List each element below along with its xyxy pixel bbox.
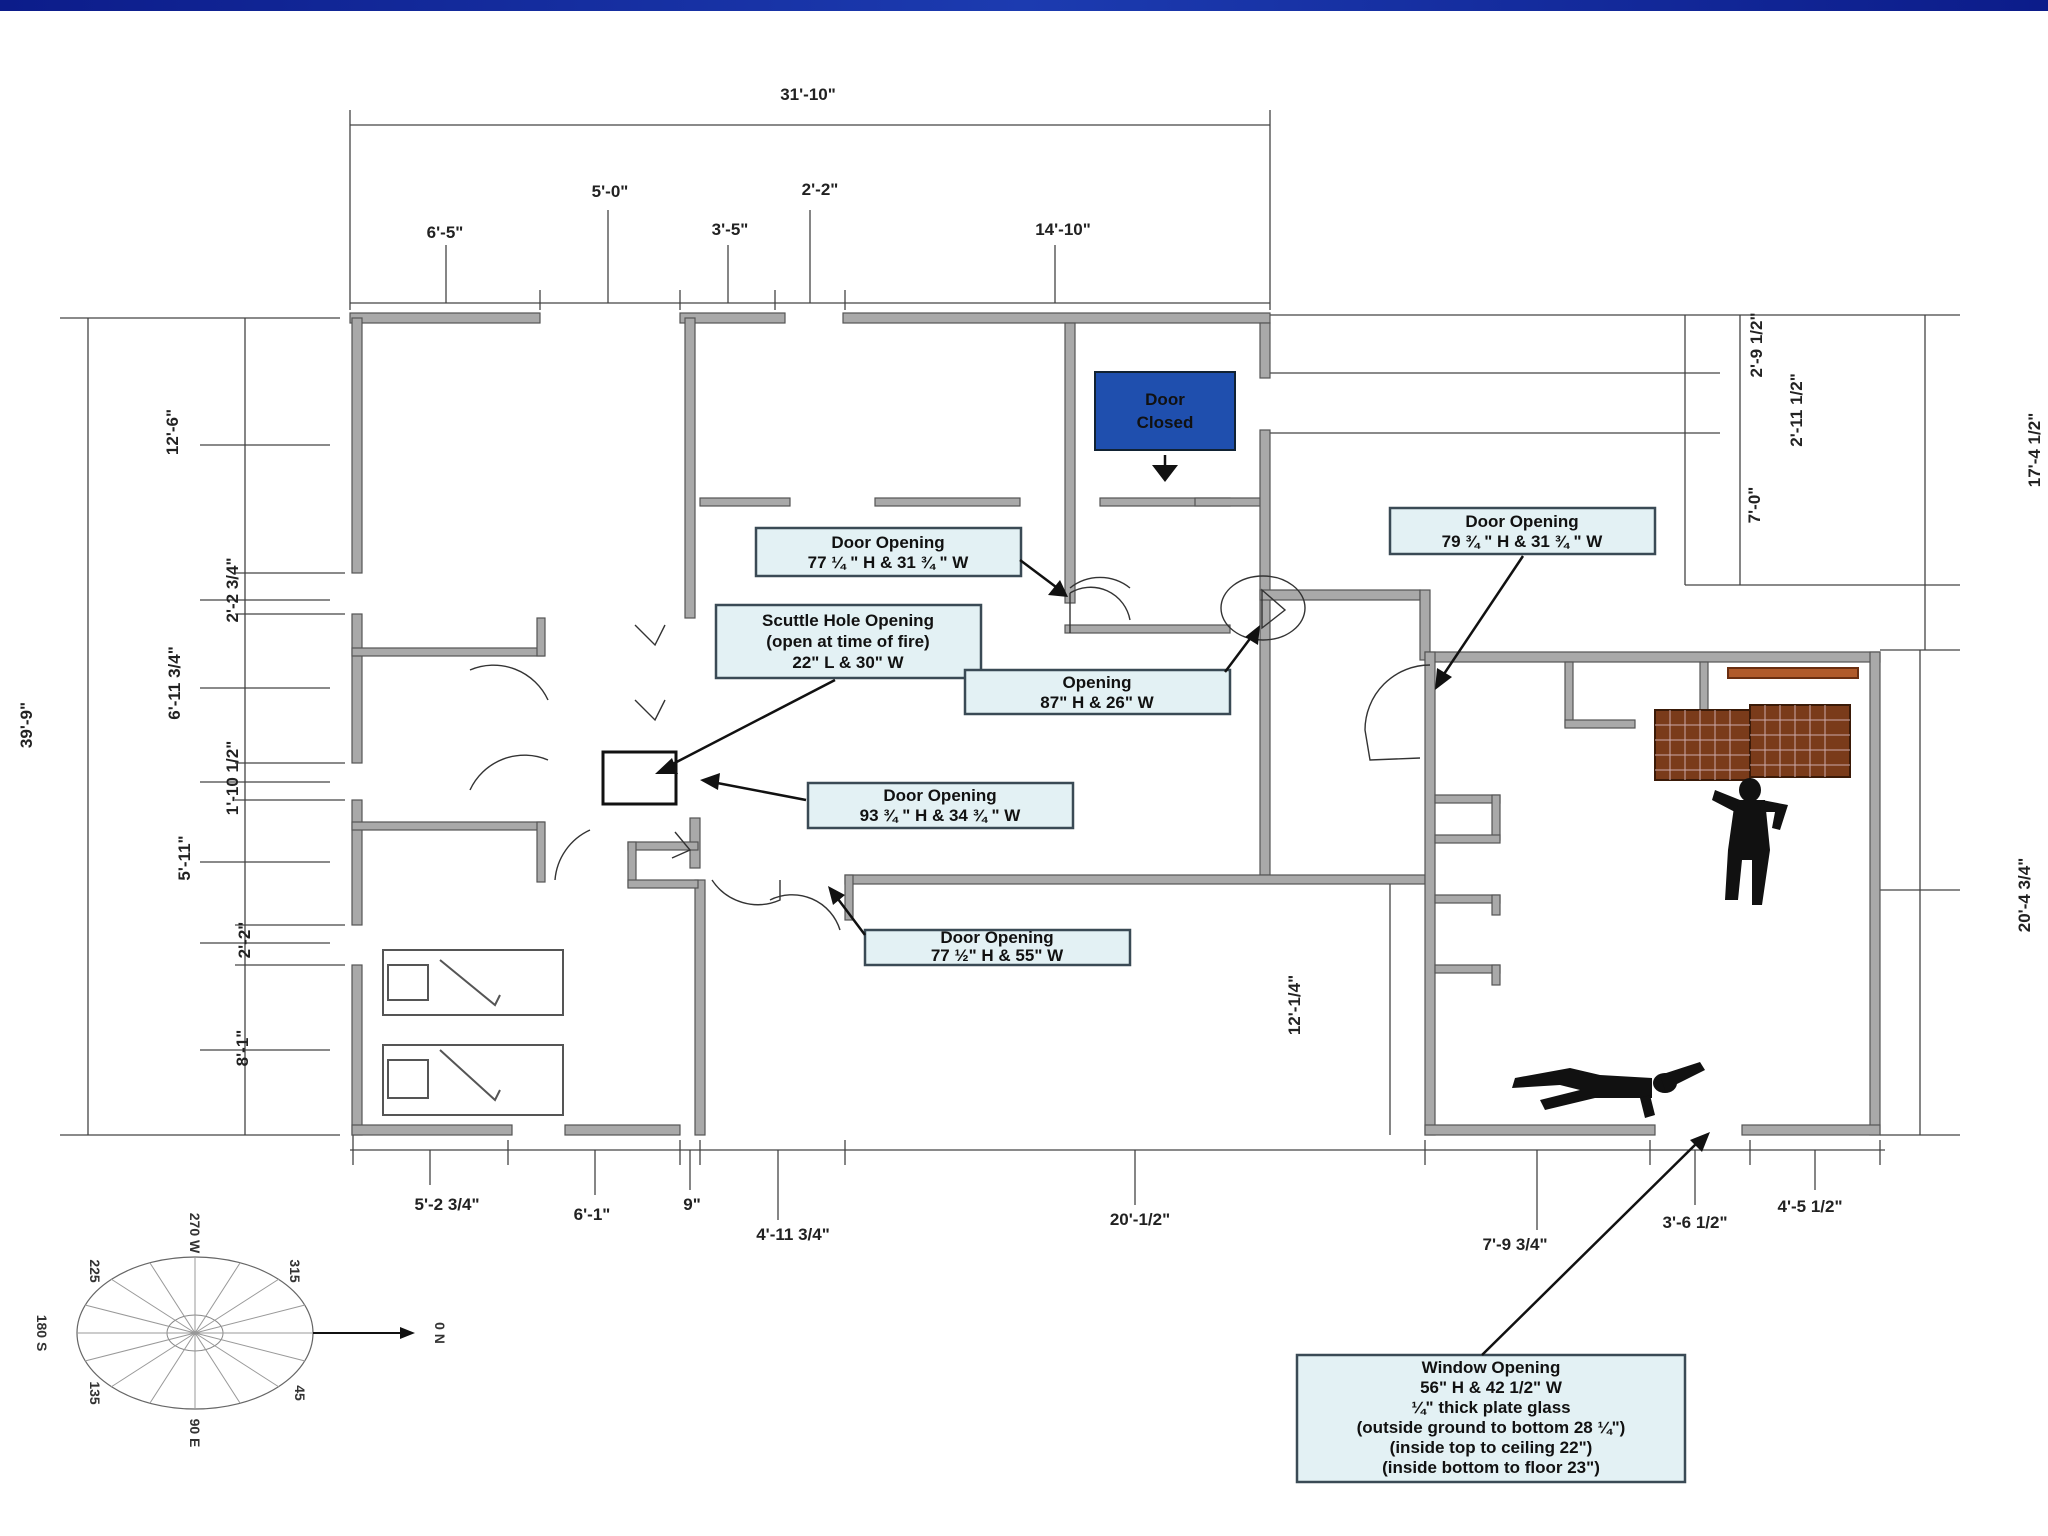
door-swing-6 [711, 879, 781, 906]
dim-left-4: 1'-10 1/2" [223, 741, 242, 815]
dim-left-1: 12'-6" [163, 409, 182, 455]
svg-text:315: 315 [287, 1259, 303, 1283]
walls [349, 312, 1881, 1136]
furniture [382, 667, 1859, 1118]
dim-right-3: 7'-0" [1745, 487, 1764, 524]
header-bar [0, 0, 2048, 11]
callout-opening: Opening 87" H & 26" W [963, 625, 1260, 716]
svg-text:Closed: Closed [1137, 413, 1194, 432]
svg-text:Opening: Opening [1063, 673, 1132, 692]
doors [469, 575, 1431, 931]
svg-text:¼" thick plate glass: ¼" thick plate glass [1411, 1398, 1570, 1417]
callout-scuttle: Scuttle Hole Opening (open at time of fi… [655, 603, 983, 774]
dim-bottom-8: 4'-5 1/2" [1777, 1197, 1842, 1216]
scuttle-hole [601, 750, 678, 806]
door-swing-1 [1069, 586, 1131, 621]
dim-top-overall: 31'-10" [780, 85, 836, 104]
dim-left-overall: 39'-9" [17, 702, 36, 748]
dim-left-7: 8'-1" [233, 1030, 252, 1067]
svg-text:77 ¼ " H & 31 ¾ " W: 77 ¼ " H & 31 ¾ " W [808, 553, 970, 572]
svg-text:225: 225 [87, 1259, 103, 1283]
dim-top-1: 6'-5" [427, 223, 464, 242]
svg-text:(inside top to ceiling 22"): (inside top to ceiling 22") [1390, 1438, 1593, 1457]
svg-text:93 ¾ " H & 34 ¾ " W: 93 ¾ " H & 34 ¾ " W [860, 806, 1022, 825]
svg-text:45: 45 [292, 1385, 308, 1401]
bottom-dimensions: 5'-2 3/4" 6'-1" 9" 4'-11 3/4" 20'-1/2" 7… [350, 1135, 1885, 1254]
dim-top-2: 5'-0" [592, 182, 629, 201]
dim-left-6: 2'-2" [235, 922, 254, 959]
dim-right-5: 20'-4 3/4" [2015, 858, 2034, 932]
door-closed-callout: Door Closed [1094, 371, 1236, 482]
svg-text:(inside bottom to floor 23"): (inside bottom to floor 23") [1382, 1458, 1600, 1477]
left-dimensions: 39'-9" 12'-6" 2'-2 3/4" 6'-11 3/4" 1'-10… [17, 317, 345, 1136]
svg-text:Door: Door [1145, 390, 1185, 409]
dim-right-4: 17'-4 1/2" [2025, 413, 2044, 487]
door-swing-5 [554, 829, 591, 881]
svg-text:87" H & 26" W: 87" H & 26" W [1040, 693, 1154, 712]
svg-text:(open at time of fire): (open at time of fire) [766, 632, 929, 651]
svg-text:77 ½" H & 55" W: 77 ½" H & 55" W [931, 946, 1064, 965]
dim-right-6: 12'-1/4" [1285, 975, 1304, 1035]
dim-top-3: 3'-5" [712, 220, 749, 239]
svg-text:Door Opening: Door Opening [1465, 512, 1578, 531]
callout-door-opening-4: Door Opening 77 ½" H & 55" W [828, 886, 1132, 967]
dim-left-5: 5'-11" [175, 835, 194, 880]
victim-figure-2 [1512, 1062, 1705, 1118]
dim-top-5: 14'-10" [1035, 220, 1091, 239]
dim-bottom-1: 5'-2 3/4" [414, 1195, 479, 1214]
dim-bottom-4: 4'-11 3/4" [756, 1225, 830, 1244]
svg-text:(outside ground to bottom 28 ¼: (outside ground to bottom 28 ¼") [1357, 1418, 1626, 1437]
dim-left-2: 2'-2 3/4" [223, 557, 242, 622]
svg-text:135: 135 [87, 1381, 103, 1405]
door-swing-8 [1069, 576, 1131, 589]
dim-bottom-7: 3'-6 1/2" [1662, 1213, 1727, 1232]
svg-text:Door Opening: Door Opening [940, 928, 1053, 947]
door-swing-4 [469, 754, 549, 791]
svg-text:Window Opening: Window Opening [1422, 1358, 1561, 1377]
top-dimensions: 31'-10" 6'-5" 5'-0" 3'-5" 2'-2" 14'-10" [349, 85, 1271, 310]
svg-text:56" H & 42 1/2" W: 56" H & 42 1/2" W [1420, 1378, 1563, 1397]
dim-bottom-2: 6'-1" [574, 1205, 611, 1224]
svg-text:Scuttle Hole Opening: Scuttle Hole Opening [762, 611, 934, 630]
opening-circle [1220, 575, 1306, 641]
svg-text:22" L & 30" W: 22" L & 30" W [792, 653, 904, 672]
callout-door-opening-2: Door Opening 79 ¾ " H & 31 ¾ " W [1388, 506, 1657, 690]
dim-right-1: 2'-9 1/2" [1747, 312, 1766, 377]
svg-text:0 N: 0 N [432, 1322, 448, 1344]
furniture-grid [1654, 704, 1851, 781]
dim-right-2: 2'-11 1/2" [1787, 373, 1806, 447]
svg-text:180 S: 180 S [34, 1315, 50, 1352]
svg-text:90 E: 90 E [187, 1419, 203, 1448]
svg-text:Door Opening: Door Opening [883, 786, 996, 805]
svg-text:79 ¾ " H & 31 ¾ " W: 79 ¾ " H & 31 ¾ " W [1442, 532, 1604, 551]
dim-left-3: 6'-11 3/4" [165, 646, 184, 720]
dim-bottom-6: 7'-9 3/4" [1482, 1235, 1547, 1254]
dim-top-4: 2'-2" [802, 180, 839, 199]
callout-door-opening-3: Door Opening 93 ¾ " H & 34 ¾ " W [700, 773, 1075, 830]
door-swing-2 [1364, 664, 1431, 761]
callout-window-opening: Window Opening 56" H & 42 1/2" W ¼" thic… [1295, 1132, 1710, 1484]
callout-door-opening-1: Door Opening 77 ¼ " H & 31 ¾ " W [754, 526, 1068, 597]
svg-text:Door Opening: Door Opening [831, 533, 944, 552]
shelf [1727, 667, 1859, 679]
svg-text:270 W: 270 W [187, 1213, 203, 1254]
victim-figure-1 [1712, 778, 1788, 905]
dim-bottom-3: 9" [683, 1195, 701, 1214]
compass-rose: 0 N 45 90 E 135 180 S 225 270 W 315 [34, 1213, 448, 1448]
door-swing-3 [469, 664, 549, 701]
dim-bottom-5: 20'-1/2" [1110, 1210, 1170, 1229]
door-swing-7 [769, 894, 841, 931]
